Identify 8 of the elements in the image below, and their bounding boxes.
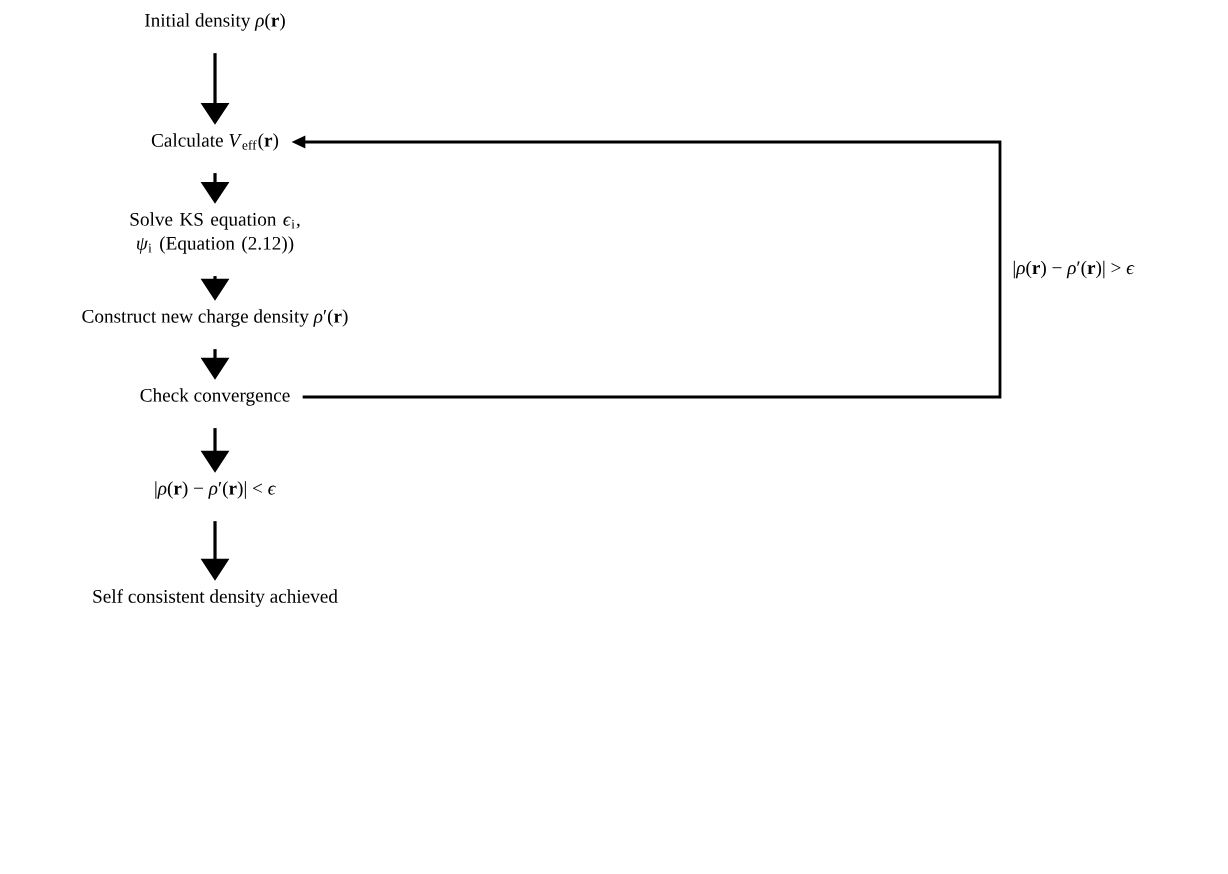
step-text: Initial density ρ(r) — [145, 13, 285, 31]
step-text: |ρ(r) − ρ′(r)| < ϵ — [155, 481, 277, 499]
step-text: Self consistent density achieved — [93, 589, 338, 607]
step-text: Check convergence — [140, 388, 290, 406]
step-text: Calculate V$_{eff}$(r) — [151, 133, 279, 151]
edge-label: |ρ(r) − ρ′(r)| > ϵ — [1008, 256, 1139, 283]
step-text: Construct new charge density ρ′(r) — [82, 309, 348, 327]
step-text: Solve KS equation ϵ$_{i}$, ψ$_{i}$ (Equation (2.12)) — [130, 212, 300, 254]
